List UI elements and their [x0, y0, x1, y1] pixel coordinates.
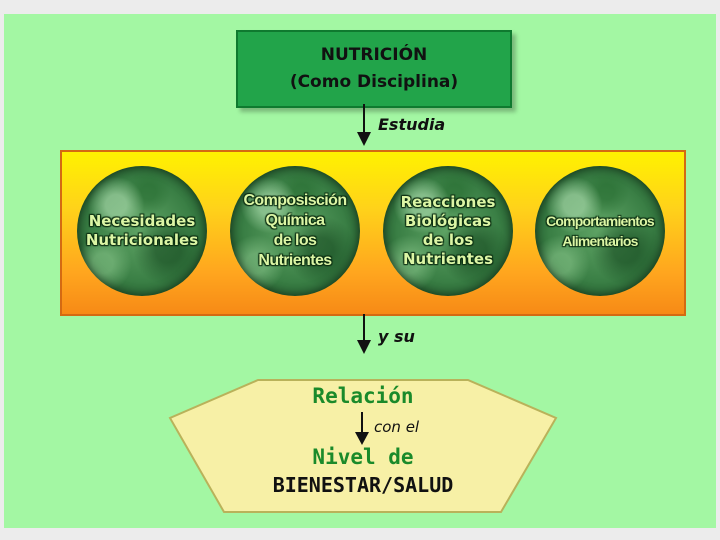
circle-reacciones: Reacciones Biológicas de los Nutrientes [383, 166, 513, 296]
circle-label-composicion: Composisción Química de los Nutrientes [243, 192, 347, 269]
arrow-down-icon [355, 412, 369, 445]
circle-label-comportamientos: Comportamientos Alimentarios [546, 213, 655, 249]
relacion-text: Relación [312, 384, 414, 408]
nivel-text: Nivel de [312, 445, 414, 469]
circle-necesidades: Necesidades Nutricionales [77, 166, 207, 296]
label-con-el: con el [374, 418, 420, 436]
circle-comportamientos: Comportamientos Alimentarios [535, 166, 665, 296]
label-estudia: Estudia [378, 115, 446, 134]
circle-label-necesidades: Necesidades Nutricionales [85, 212, 199, 249]
relation-pentagon [168, 379, 558, 513]
circle-label-reacciones: Reacciones Biológicas de los Nutrientes [400, 193, 496, 268]
arrow-down-icon [357, 314, 371, 354]
title-line-1: NUTRICIÓN [320, 45, 428, 65]
title-box: NUTRICIÓN (Como Disciplina) [236, 30, 512, 108]
circle-composicion: Composisción Química de los Nutrientes [230, 166, 360, 296]
bienestar-text: BIENESTAR/SALUD [272, 473, 454, 497]
arrow-down-icon [357, 104, 371, 146]
title-line-2: (Como Disciplina) [289, 72, 459, 92]
label-y-su: y su [378, 327, 415, 346]
